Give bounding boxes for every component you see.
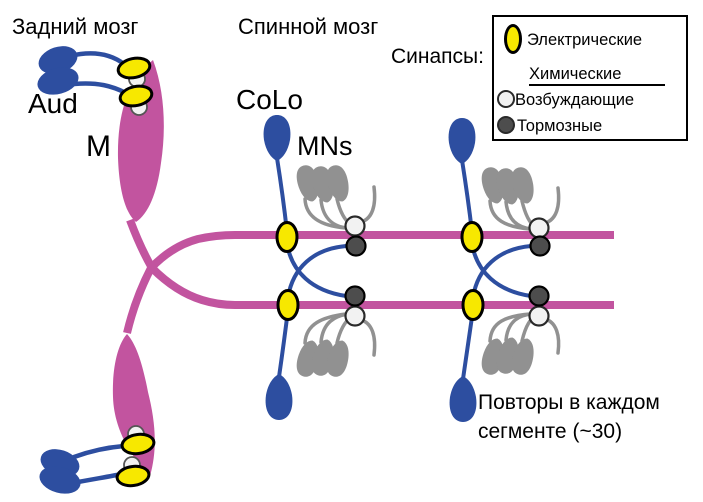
m-cell-label: M: [86, 130, 111, 163]
aud-electrical-synapses-bottom: [115, 432, 156, 488]
legend-electrical-label: Электрические: [527, 31, 643, 49]
repeat-note-line2: сегменте (~30): [478, 420, 623, 443]
inhibitory-synapses: [344, 235, 551, 307]
electrical-synapse-icon: [504, 24, 522, 54]
aud-neurons-top: [37, 46, 129, 96]
m-axon-bottom-to-upper-line: [123, 231, 614, 334]
electrical-synapses-on-m-axons: [275, 221, 485, 321]
m-axon-top-to-lower-line: [126, 218, 614, 309]
repeat-note: Повторы в каждом сегменте (~30): [478, 388, 698, 446]
mn-cluster-seg1-bottom: [293, 312, 377, 379]
aud-label: Aud: [28, 88, 78, 119]
legend-chemical-header: Химические: [529, 65, 666, 86]
inhibitory-synapse-icon: [497, 116, 515, 134]
synapses-label: Синапсы:: [391, 45, 484, 68]
mn-cluster-seg1-top: [293, 163, 377, 230]
mn-cluster-seg2-top: [478, 165, 561, 231]
repeat-note-line1: Повторы в каждом: [478, 391, 660, 414]
legend-excitatory-label: Возбуждающие: [515, 91, 635, 109]
excitatory-synapse-icon: [497, 90, 515, 108]
aud-neurons-bottom: [39, 443, 127, 494]
mns-label: MNs: [297, 131, 353, 161]
hindbrain-title: Задний мозг: [12, 14, 139, 39]
aud-electrical-synapses-top: [116, 56, 154, 108]
legend-inhibitory-label: Тормозные: [517, 117, 603, 135]
mn-cluster-seg2-bottom: [478, 312, 561, 377]
spinal-cord-title: Спинной мозг: [238, 14, 379, 39]
colo-label: CoLo: [236, 84, 303, 115]
synapse-legend: Электрические Химические Возбуждающие То…: [492, 15, 688, 141]
